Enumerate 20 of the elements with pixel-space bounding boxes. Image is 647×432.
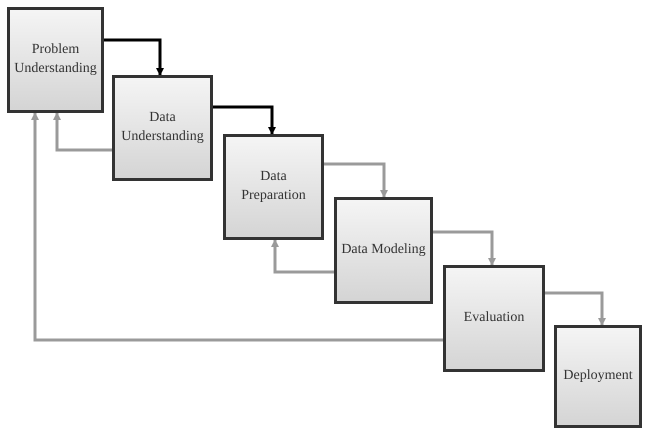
process-box xyxy=(112,75,213,181)
arrow xyxy=(31,112,443,342)
process-box xyxy=(334,197,433,304)
box-label: Evaluation xyxy=(464,309,524,328)
process-box xyxy=(443,265,545,372)
arrow xyxy=(545,292,606,326)
box-label: Data Understanding xyxy=(120,109,205,146)
process-box xyxy=(223,134,324,240)
process-box xyxy=(7,7,104,113)
box-label: Deployment xyxy=(563,367,633,386)
arrow xyxy=(104,38,164,76)
box-label: Data Modeling xyxy=(341,241,426,260)
arrow xyxy=(271,239,334,274)
arrow xyxy=(324,162,388,198)
arrow xyxy=(433,230,496,266)
arrow xyxy=(213,106,276,135)
arrow xyxy=(53,112,112,152)
box-label: Data Preparation xyxy=(240,168,307,205)
process-box xyxy=(554,325,642,428)
box-label: Problem Understanding xyxy=(13,41,98,78)
